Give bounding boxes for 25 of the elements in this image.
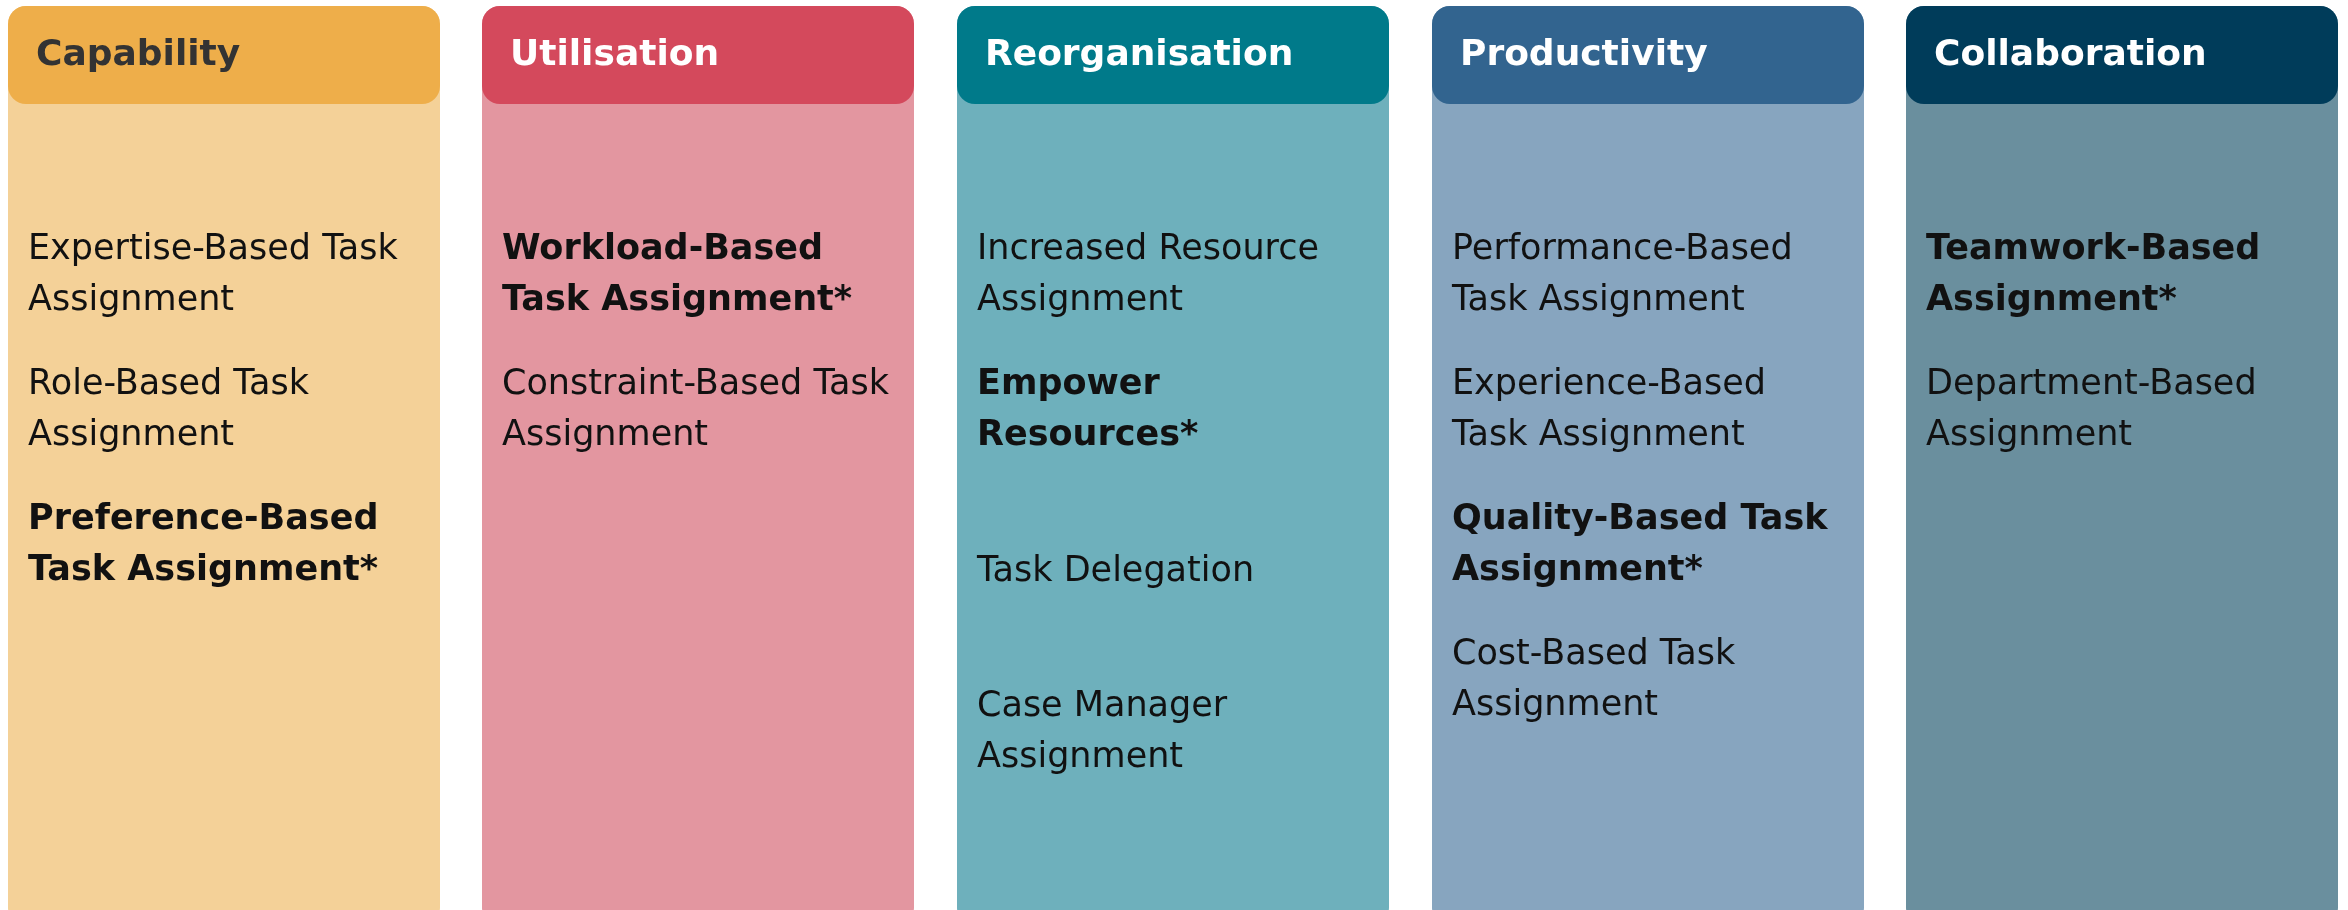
assignment-pattern-text: Case Manager Assignment — [977, 679, 1377, 781]
assignment-pattern-text: Preference-Based Task Assignment* — [28, 492, 428, 594]
assignment-pattern-text: Cost-Based Task Assignment — [1452, 627, 1852, 729]
column-header: Utilisation — [482, 6, 914, 104]
assignment-pattern-text: Task Delegation — [977, 544, 1377, 595]
column-header: Collaboration — [1906, 6, 2338, 104]
column-panel — [482, 6, 914, 910]
assignment-pattern-text: Quality-Based Task Assignment* — [1452, 492, 1852, 594]
column-panel — [8, 6, 440, 910]
column-header: Reorganisation — [957, 6, 1389, 104]
column-panel — [1906, 6, 2338, 910]
column-panel — [957, 6, 1389, 910]
assignment-pattern-text: Workload-Based Task Assignment* — [502, 222, 902, 324]
assignment-pattern-text: Expertise-Based Task Assignment — [28, 222, 428, 324]
assignment-pattern-text: Teamwork-Based Assignment* — [1926, 222, 2326, 324]
column-header: Capability — [8, 6, 440, 104]
assignment-pattern-text: Department-Based Assignment — [1926, 357, 2326, 459]
assignment-pattern-text: Increased Resource Assignment — [977, 222, 1377, 324]
assignment-pattern-text: Experience-Based Task Assignment — [1452, 357, 1852, 459]
assignment-pattern-text: Performance-Based Task Assignment — [1452, 222, 1852, 324]
assignment-pattern-text: Constraint-Based Task Assignment — [502, 357, 902, 459]
assignment-pattern-text: Empower Resources* — [977, 357, 1377, 459]
column-header: Productivity — [1432, 6, 1864, 104]
column-panel — [1432, 6, 1864, 910]
assignment-pattern-text: Role-Based Task Assignment — [28, 357, 428, 459]
